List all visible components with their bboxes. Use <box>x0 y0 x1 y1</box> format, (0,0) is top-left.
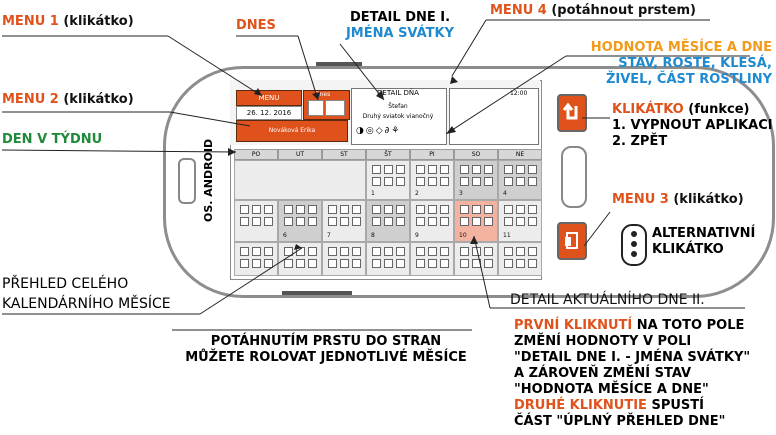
calendar-day-cell[interactable] <box>410 242 454 276</box>
phone-top-button <box>316 62 362 66</box>
klikatko-annotation: KLIKÁTKO (funkce) 1. VYPNOUT APLIKACI 2.… <box>612 102 773 149</box>
phone-side-button <box>178 158 196 204</box>
calendar-day-cell[interactable]: 4 <box>498 160 542 200</box>
weekday-header: ST <box>322 149 366 160</box>
calendar-day-cell[interactable]: 3 <box>454 160 498 200</box>
calendar-day-cell[interactable] <box>454 242 498 276</box>
calendar-day-cell[interactable]: 7 <box>322 200 366 242</box>
calendar-day-cell[interactable]: 9 <box>410 200 454 242</box>
calendar-empty-block <box>234 160 366 200</box>
detail2-annotation: DETAIL AKTUÁLNÍHO DNE II. <box>510 292 705 308</box>
back-exit-button[interactable] <box>557 94 587 132</box>
weekday-header: PI <box>410 149 454 160</box>
potahnutim-annotation: POTÁHNUTÍM PRSTU DO STRAN MŮŽETE ROLOVAT… <box>185 334 467 365</box>
home-button[interactable] <box>561 146 587 208</box>
detail1-annotation: DETAIL DNE I. JMÉNA SVÁTKY <box>345 10 455 41</box>
weekday-header: NE <box>498 149 542 160</box>
clock: 12:00 <box>510 90 528 97</box>
detail-day-panel <box>351 88 447 145</box>
calendar-day-cell[interactable]: 2 <box>410 160 454 200</box>
date-display: 26. 12. 2016 <box>236 106 302 120</box>
power-back-icon <box>562 102 578 120</box>
dnes-window-left <box>308 100 324 116</box>
menu4-annotation: MENU 4 (potáhnout prstem) <box>490 3 696 18</box>
calendar-day-cell[interactable] <box>498 242 542 276</box>
menu3-icon <box>565 232 578 249</box>
prvni-annotation: PRVNÍ KLIKNUTÍ NA TOTO POLE ZMĚNÍ HODNOT… <box>514 318 751 429</box>
calendar-day-cell[interactable]: 6 <box>278 200 322 242</box>
menu2-annotation: MENU 2 (klikátko) <box>2 92 134 107</box>
calendar-day-cell[interactable]: 1 <box>366 160 410 200</box>
calendar-today-cell[interactable]: 10 <box>454 200 498 242</box>
weekday-header: PO <box>234 149 278 160</box>
detail-day-title: DETAIL DŇA <box>377 89 419 97</box>
calendar-day-cell[interactable] <box>322 242 366 276</box>
menu1-button[interactable]: MENU <box>236 90 302 106</box>
menu3-button[interactable] <box>557 222 587 260</box>
prehled-annotation: PŘEHLED CELÉHO KALENDÁRNÍHO MĚSÍCE <box>2 276 171 312</box>
weekday-header: UT <box>278 149 322 160</box>
menu4-panel[interactable] <box>449 88 539 145</box>
dnes-annotation: DNES <box>236 18 276 33</box>
phone-bottom-button <box>282 291 352 295</box>
calendar-day-cell[interactable] <box>234 200 278 242</box>
calendar-day-cell[interactable] <box>234 242 278 276</box>
weekday-header: SO <box>454 149 498 160</box>
dnes-window-right <box>325 100 345 116</box>
menu2-button[interactable]: Nováková Erika <box>236 120 348 142</box>
hodnota-annotation: HODNOTA MĚSÍCE A DNE STAV, ROSTE, KLESÁ,… <box>590 40 772 87</box>
moon-phase-icons: ◑◎◇∂⚘ <box>356 126 402 136</box>
detail-day-holiday: Druhý sviatok vianočný <box>362 113 434 120</box>
menu1-annotation: MENU 1 (klikátko) <box>2 14 134 29</box>
alt-annotation: ALTERNATIVNÍ KLIKÁTKO <box>652 226 756 257</box>
dnes-small-label: Dnes <box>315 91 331 98</box>
calendar-day-cell[interactable]: 11 <box>498 200 542 242</box>
detail-day-name: Štefan <box>388 103 408 110</box>
menu3-annotation: MENU 3 (klikátko) <box>612 192 744 207</box>
alternative-menu-icon[interactable] <box>621 224 647 266</box>
day-of-week-annotation: DEN V TÝDNU <box>2 132 103 147</box>
calendar-day-cell[interactable]: 8 <box>366 200 410 242</box>
calendar-day-cell[interactable] <box>366 242 410 276</box>
weekday-header: ŠT <box>366 149 410 160</box>
